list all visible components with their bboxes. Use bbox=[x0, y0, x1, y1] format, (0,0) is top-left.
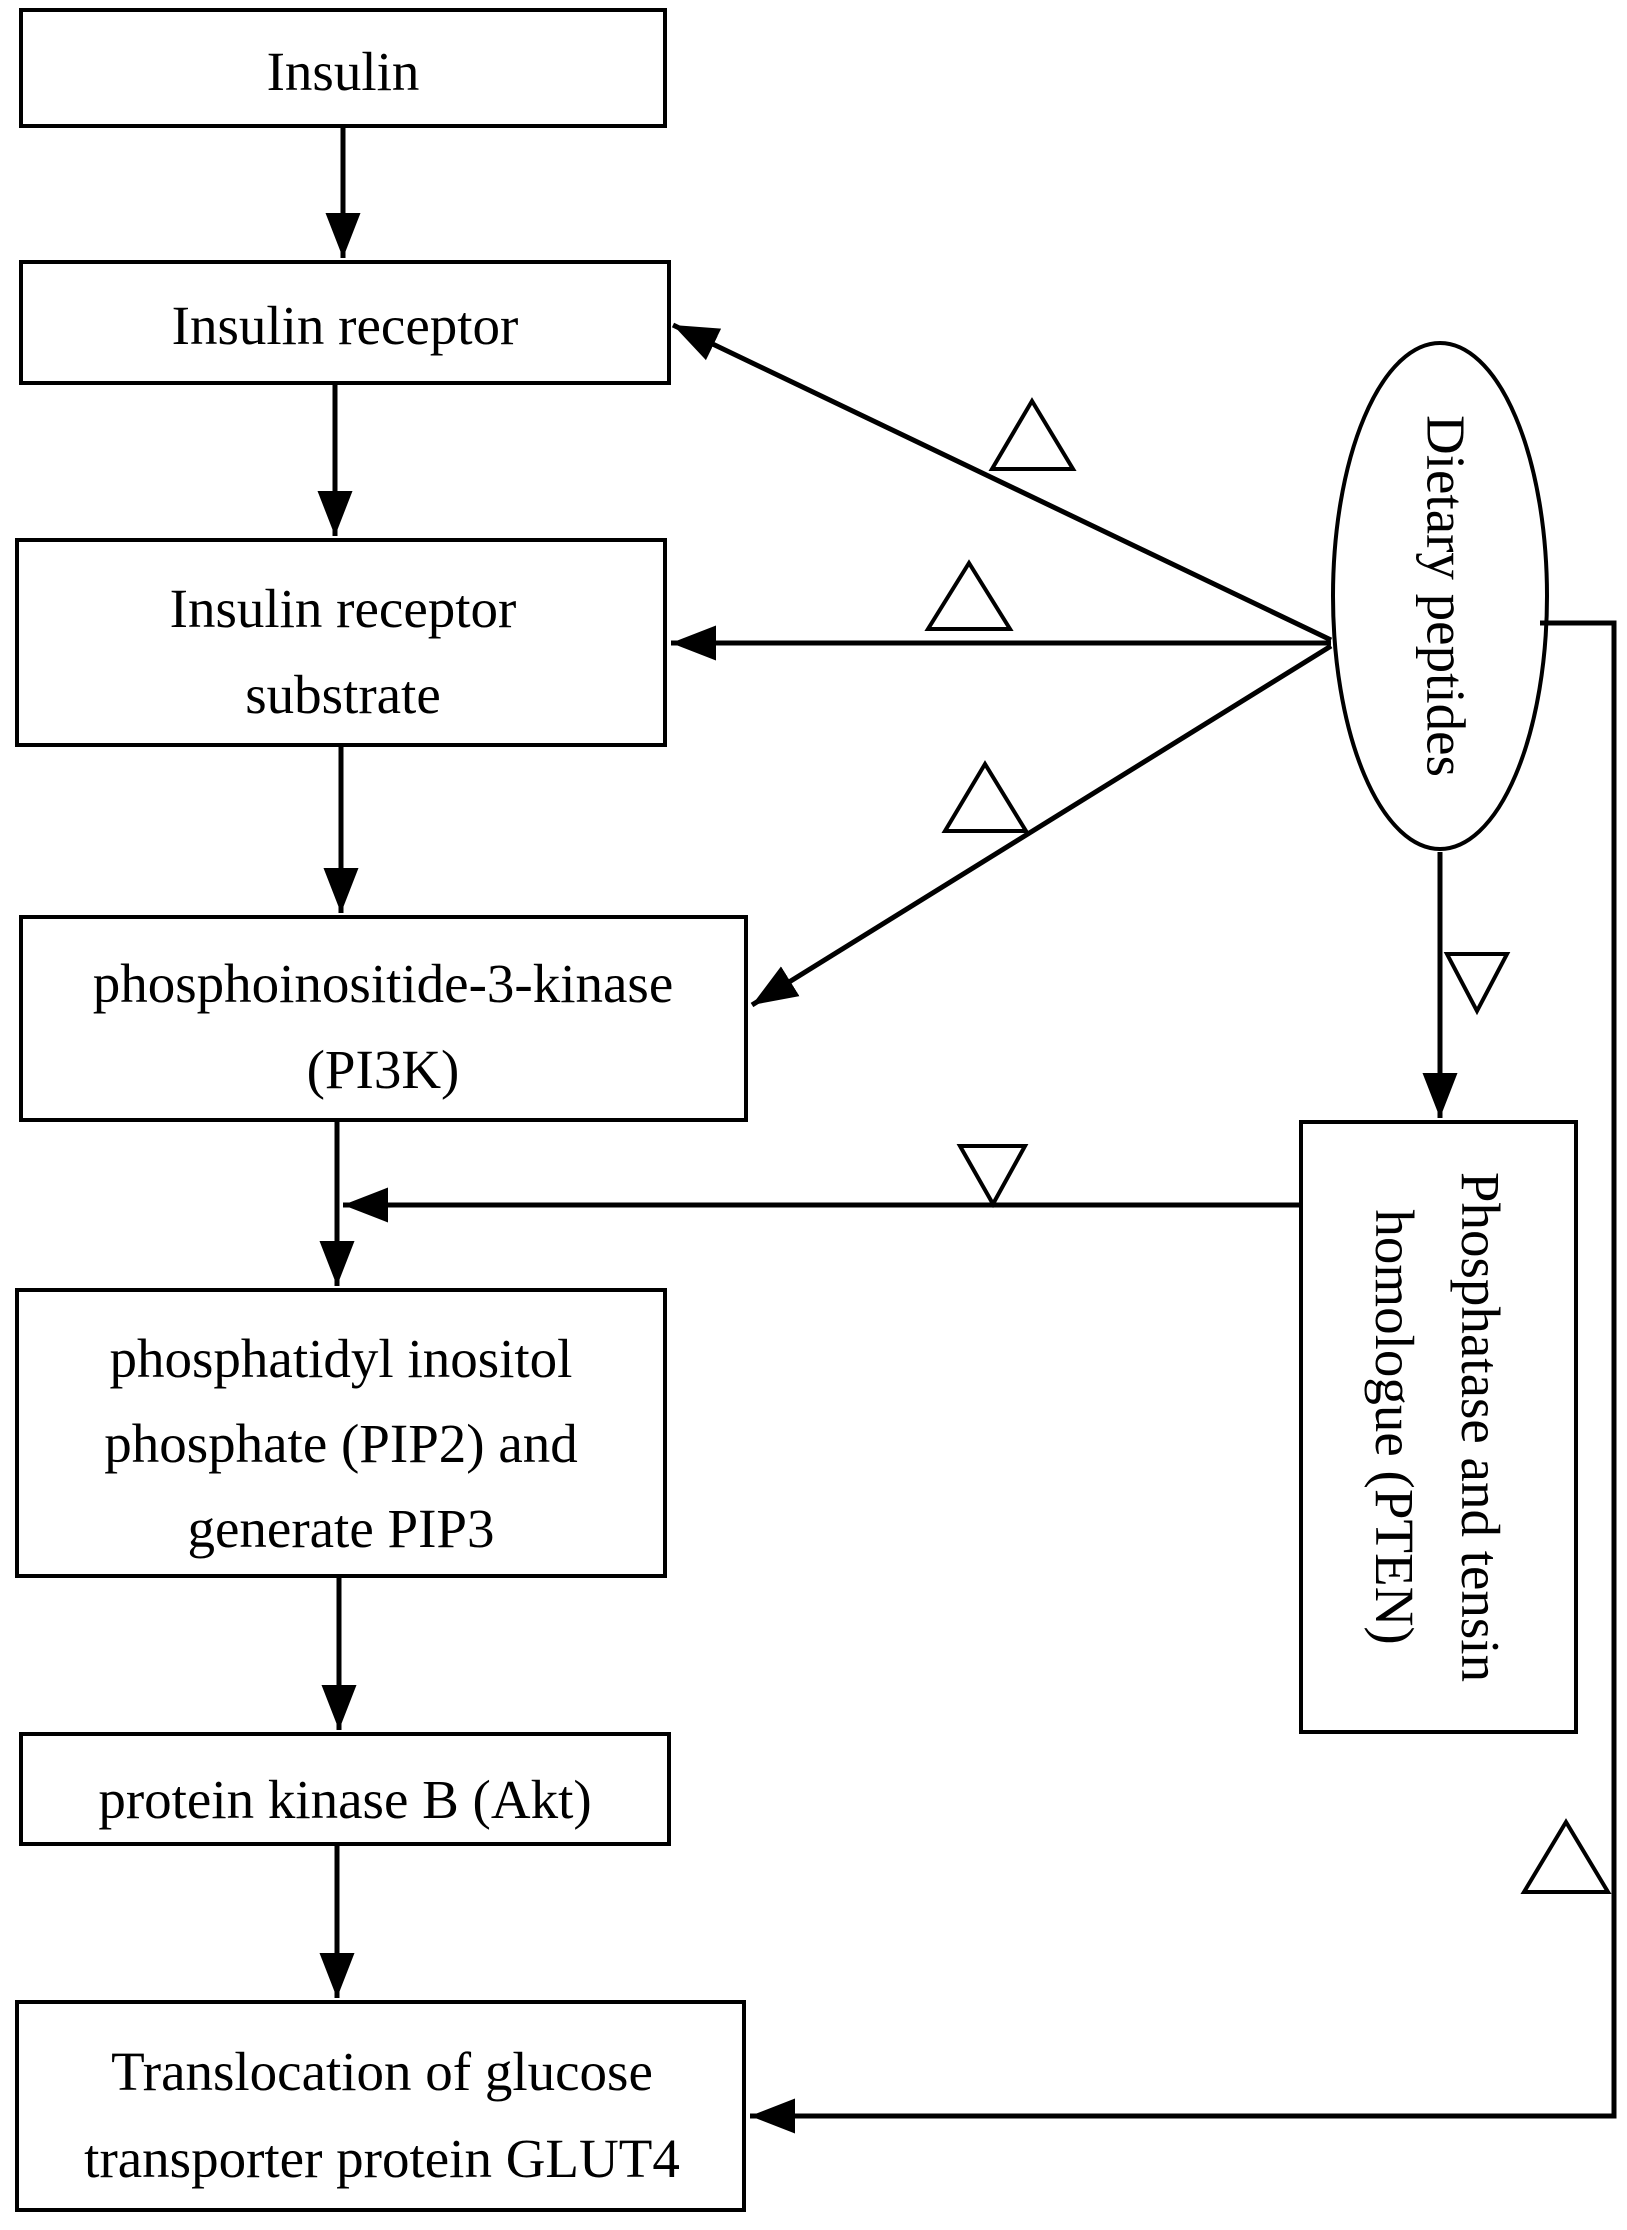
node-insulin-label: Insulin bbox=[267, 41, 420, 102]
node-akt: protein kinase B (Akt) bbox=[19, 1732, 671, 1846]
up-triangle-icon bbox=[1520, 1818, 1612, 1894]
node-pip-label-line2: phosphate (PIP2) and bbox=[104, 1413, 578, 1474]
arrow-peptides-to-glut4 bbox=[750, 620, 1617, 2134]
node-glut4-label-line1: Translocation of glucose bbox=[111, 2041, 653, 2102]
node-pten: Phosphatase and tensin homologue (PTEN) bbox=[1299, 1120, 1578, 1734]
node-irs-label-line2: substrate bbox=[245, 664, 441, 725]
node-glut4: Translocation of glucose transporter pro… bbox=[15, 2000, 746, 2212]
node-insulin: Insulin bbox=[19, 8, 667, 128]
node-insulin-receptor: Insulin receptor bbox=[19, 260, 671, 385]
node-insulin-receptor-label: Insulin receptor bbox=[172, 295, 519, 356]
node-pip-label-line3: generate PIP3 bbox=[188, 1498, 495, 1559]
node-pi3k: phosphoinositide-3-kinase (PI3K) bbox=[19, 915, 748, 1122]
arrow-peptides-to-receptor bbox=[671, 322, 1333, 643]
node-pip2-pip3: phosphatidyl inositol phosphate (PIP2) a… bbox=[15, 1288, 667, 1578]
node-pip-label-line1: phosphatidyl inositol bbox=[110, 1328, 573, 1389]
down-triangle-icon bbox=[1443, 952, 1511, 1016]
node-pten-label-line1: Phosphatase and tensin bbox=[1450, 1172, 1511, 1682]
node-akt-label: protein kinase B (Akt) bbox=[98, 1769, 591, 1830]
arrow-peptides-to-pi3k bbox=[750, 643, 1333, 1008]
node-glut4-label-line2: transporter protein GLUT4 bbox=[84, 2128, 680, 2189]
up-triangle-icon bbox=[941, 760, 1030, 833]
node-irs-label-line1: Insulin receptor bbox=[170, 578, 517, 639]
up-triangle-icon bbox=[924, 559, 1014, 631]
node-insulin-receptor-substrate: Insulin receptor substrate bbox=[15, 538, 667, 747]
node-dietary-peptides-label: Dietary peptides bbox=[1415, 415, 1476, 777]
node-pten-label-line2: homologue (PTEN) bbox=[1364, 1209, 1425, 1644]
node-pi3k-label-line1: phosphoinositide-3-kinase bbox=[93, 953, 673, 1014]
node-dietary-peptides: Dietary peptides bbox=[1331, 341, 1549, 851]
node-pi3k-label-line2: (PI3K) bbox=[307, 1039, 460, 1100]
up-triangle-icon bbox=[988, 397, 1077, 471]
down-triangle-icon bbox=[956, 1144, 1029, 1209]
